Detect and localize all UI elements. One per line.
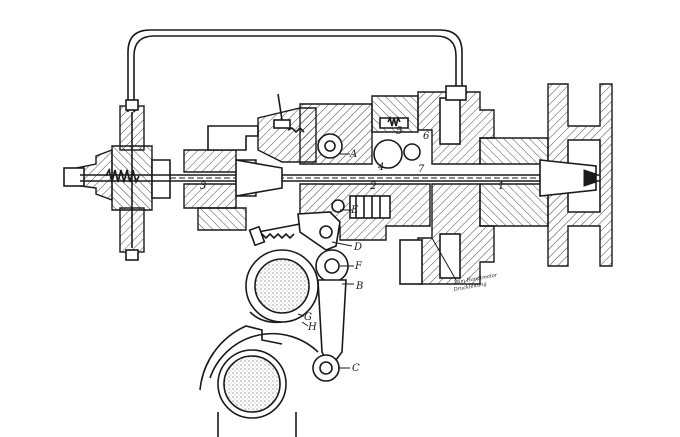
injector-holder [63, 99, 171, 261]
note-line-2: Druckleitung [452, 281, 487, 293]
pump-body-center [257, 93, 431, 241]
label-3: 3 [200, 181, 206, 192]
label-c: C [352, 363, 360, 374]
label-6: 6 [423, 131, 430, 142]
label-d: D [353, 242, 362, 253]
cam-follower-assembly [248, 199, 345, 251]
overhead-fuel-pipe [127, 29, 463, 112]
housing-right [399, 85, 597, 285]
label-g: G [304, 312, 312, 323]
label-leaders [297, 153, 457, 369]
label-f: F [354, 261, 363, 272]
label-5: 5 [396, 126, 402, 137]
lower-camshaft [199, 325, 319, 437]
label-2: 2 [369, 181, 376, 192]
cam-disk [245, 249, 319, 324]
label-h: H [307, 322, 317, 333]
main-shaft [80, 174, 600, 182]
housing-left [183, 125, 283, 231]
label-b: B [355, 281, 363, 292]
label-a: A [349, 149, 357, 160]
label-1: 1 [498, 181, 504, 192]
label-4: 4 [377, 162, 384, 173]
label-7: 7 [418, 164, 425, 175]
label-e: E [350, 205, 359, 216]
rocker-lever [312, 249, 349, 382]
